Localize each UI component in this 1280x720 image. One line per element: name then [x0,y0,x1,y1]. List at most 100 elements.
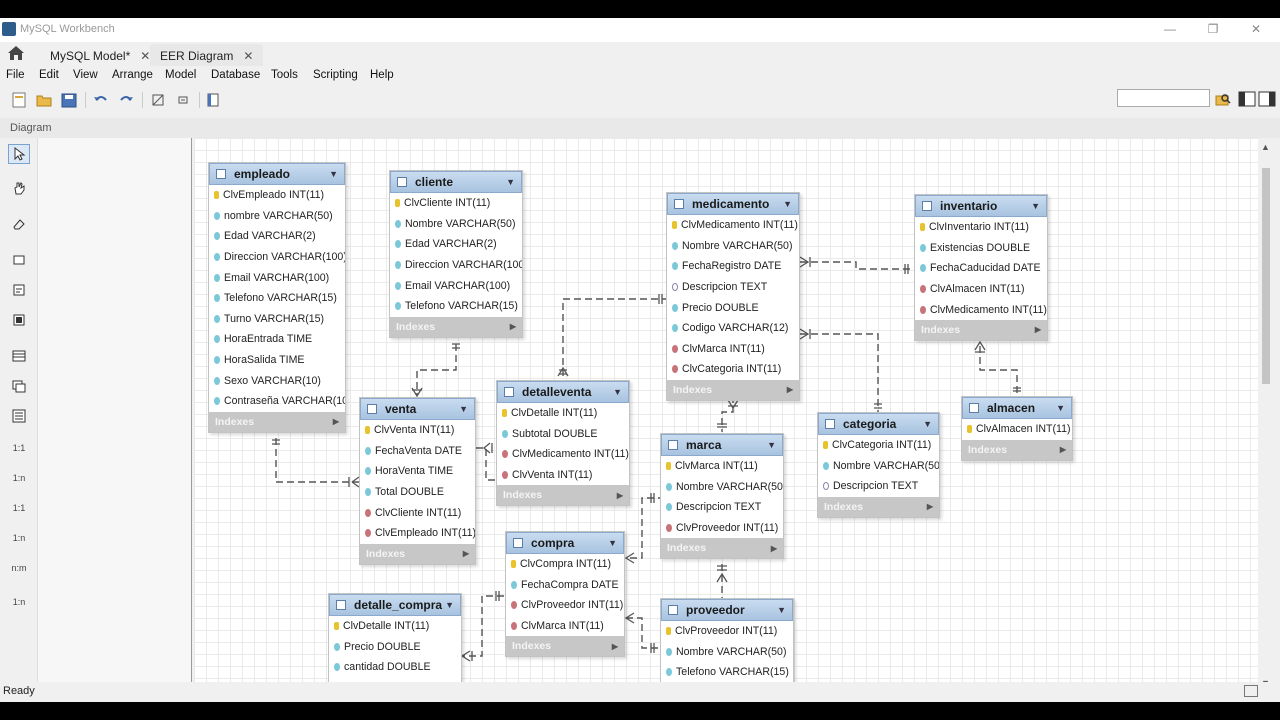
page-icon[interactable] [204,91,222,109]
table-column[interactable]: ClvCliente INT(11) [390,193,522,214]
routine-icon[interactable] [8,406,30,426]
expand-indexes-icon[interactable]: ▶ [926,502,933,512]
table-column[interactable]: ClvEmpleado INT(11) [360,522,475,544]
table-column[interactable]: nombre VARCHAR(50) [209,205,345,227]
indexes-section[interactable]: Indexes▶ [497,485,629,506]
image-icon[interactable] [8,310,30,330]
expand-indexes-icon[interactable]: ▶ [1059,445,1066,455]
table-column[interactable]: HoraSalida TIME [209,349,345,371]
table-column[interactable]: Email VARCHAR(100) [209,267,345,288]
menu-tools[interactable]: Tools [271,69,298,81]
open-icon[interactable] [35,91,53,109]
expand-indexes-icon[interactable]: ▶ [509,322,516,332]
layer-icon[interactable] [8,250,30,270]
table-column[interactable]: ClvMedicamento INT(11) [497,444,629,465]
table-column[interactable]: HoraVenta TIME [360,461,475,482]
home-icon[interactable] [6,44,30,64]
note-icon[interactable] [8,280,30,300]
table-column[interactable]: Existencias DOUBLE [915,237,1047,259]
relation-1-1-identifying-button[interactable]: 1:1 [8,498,30,518]
select-icon[interactable] [8,144,30,164]
view-icon[interactable] [8,376,30,396]
menu-database[interactable]: Database [211,69,261,81]
menu-edit[interactable]: Edit [39,69,59,81]
toggle-secondary-sidebar-icon[interactable] [1258,90,1276,108]
table-column[interactable]: Telefono VARCHAR(15) [661,662,793,683]
table-column[interactable]: Telefono VARCHAR(15) [209,287,345,309]
table-column[interactable]: ClvProveedor INT(11) [661,621,793,642]
table-categoria[interactable]: categoria▼ClvCategoria INT(11)Nombre VAR… [817,412,940,518]
table-column[interactable]: FechaCompra DATE [506,574,624,596]
relation-n-m-button[interactable]: n:m [8,558,30,578]
expand-indexes-icon[interactable]: ▶ [616,490,623,500]
table-column[interactable]: Precio DOUBLE [667,297,799,318]
table-column[interactable]: ClvMedicamento INT(11) [915,299,1047,320]
table-header[interactable]: cliente▼ [390,171,522,193]
table-icon[interactable] [8,346,30,366]
indexes-section[interactable]: Indexes▶ [661,538,783,559]
collapse-toggle-icon[interactable]: ▼ [459,404,468,414]
indexes-section[interactable]: Indexes▶ [360,543,475,564]
table-column[interactable]: Subtotal DOUBLE [497,423,629,445]
table-column[interactable]: ClvAlmacen INT(11) [962,419,1072,440]
table-column[interactable]: ClvMarca INT(11) [667,338,799,360]
expand-indexes-icon[interactable]: ▶ [1034,325,1041,335]
table-column[interactable]: Sexo VARCHAR(10) [209,370,345,391]
scroll-up-icon[interactable]: ▲ [1261,142,1270,152]
menu-view[interactable]: View [73,69,98,81]
table-column[interactable]: Precio DOUBLE [329,636,461,658]
table-empleado[interactable]: empleado▼ClvEmpleado INT(11)nombre VARCH… [208,162,346,433]
indexes-section[interactable]: Indexes▶ [915,319,1047,340]
relation-1-n-nonidentifying-button[interactable]: 1:n [8,468,30,488]
table-column[interactable]: ClvEmpleado INT(11) [209,185,345,206]
collapse-toggle-icon[interactable]: ▼ [608,538,617,548]
table-header[interactable]: venta▼ [360,398,475,420]
table-column[interactable]: Codigo VARCHAR(12) [667,317,799,339]
minimize-button[interactable]: — [1164,22,1176,36]
undo-icon[interactable] [92,91,110,109]
table-column[interactable]: Turno VARCHAR(15) [209,308,345,330]
table-column[interactable]: ClvProveedor INT(11) [506,595,624,616]
table-marca[interactable]: marca▼ClvMarca INT(11)Nombre VARCHAR(50)… [660,433,784,560]
table-column[interactable]: Edad VARCHAR(2) [390,234,522,255]
toggle-sidebar-icon[interactable] [1238,90,1256,108]
table-column[interactable]: ClvInventario INT(11) [915,217,1047,238]
collapse-toggle-icon[interactable]: ▼ [445,600,454,610]
table-column[interactable]: Descripcion TEXT [661,497,783,518]
collapse-toggle-icon[interactable]: ▼ [329,169,338,179]
menu-file[interactable]: File [6,69,25,81]
new-model-icon[interactable] [10,91,28,109]
tab-mysql-model[interactable]: MySQL Model*✕ [40,44,161,66]
indexes-section[interactable]: Indexes▶ [506,636,624,657]
collapse-toggle-icon[interactable]: ▼ [1031,201,1040,211]
expand-indexes-icon[interactable]: ▶ [611,641,618,651]
table-header[interactable]: inventario▼ [915,195,1047,217]
table-header[interactable]: detalle_compra▼ [329,594,461,616]
table-column[interactable]: ClvMarca INT(11) [661,456,783,477]
eraser-icon[interactable] [8,214,30,234]
close-tab-icon[interactable]: ✕ [243,49,254,63]
table-column[interactable]: FechaVenta DATE [360,440,475,462]
indexes-section[interactable]: Indexes▶ [962,439,1072,460]
table-column[interactable]: ClvVenta INT(11) [497,464,629,486]
table-column[interactable]: Descripcion TEXT [818,476,939,497]
expand-indexes-icon[interactable]: ▶ [462,549,469,559]
table-column[interactable]: Nombre VARCHAR(50) [667,235,799,257]
table-column[interactable]: ClvProveedor INT(11) [661,517,783,539]
collapse-toggle-icon[interactable]: ▼ [613,387,622,397]
maximize-button[interactable]: ❐ [1207,22,1219,36]
table-column[interactable]: Contraseña VARCHAR(10) [209,390,345,412]
menu-help[interactable]: Help [370,69,394,81]
collapse-toggle-icon[interactable]: ▼ [777,605,786,615]
table-column[interactable]: FechaCaducidad DATE [915,258,1047,279]
indexes-section[interactable]: Indexes▶ [390,316,522,337]
table-column[interactable]: ClvMarca INT(11) [506,615,624,637]
table-column[interactable]: ClvDetalle INT(11) [329,616,461,637]
tab-eer-diagram[interactable]: EER Diagram✕ [150,44,264,66]
indexes-section[interactable]: Indexes▶ [667,379,799,400]
table-header[interactable]: marca▼ [661,434,783,456]
table-column[interactable]: Total DOUBLE [360,481,475,503]
table-column[interactable]: ClvDetalle INT(11) [497,403,629,424]
collapse-toggle-icon[interactable]: ▼ [767,440,776,450]
table-column[interactable]: Nombre VARCHAR(50) [818,455,939,477]
